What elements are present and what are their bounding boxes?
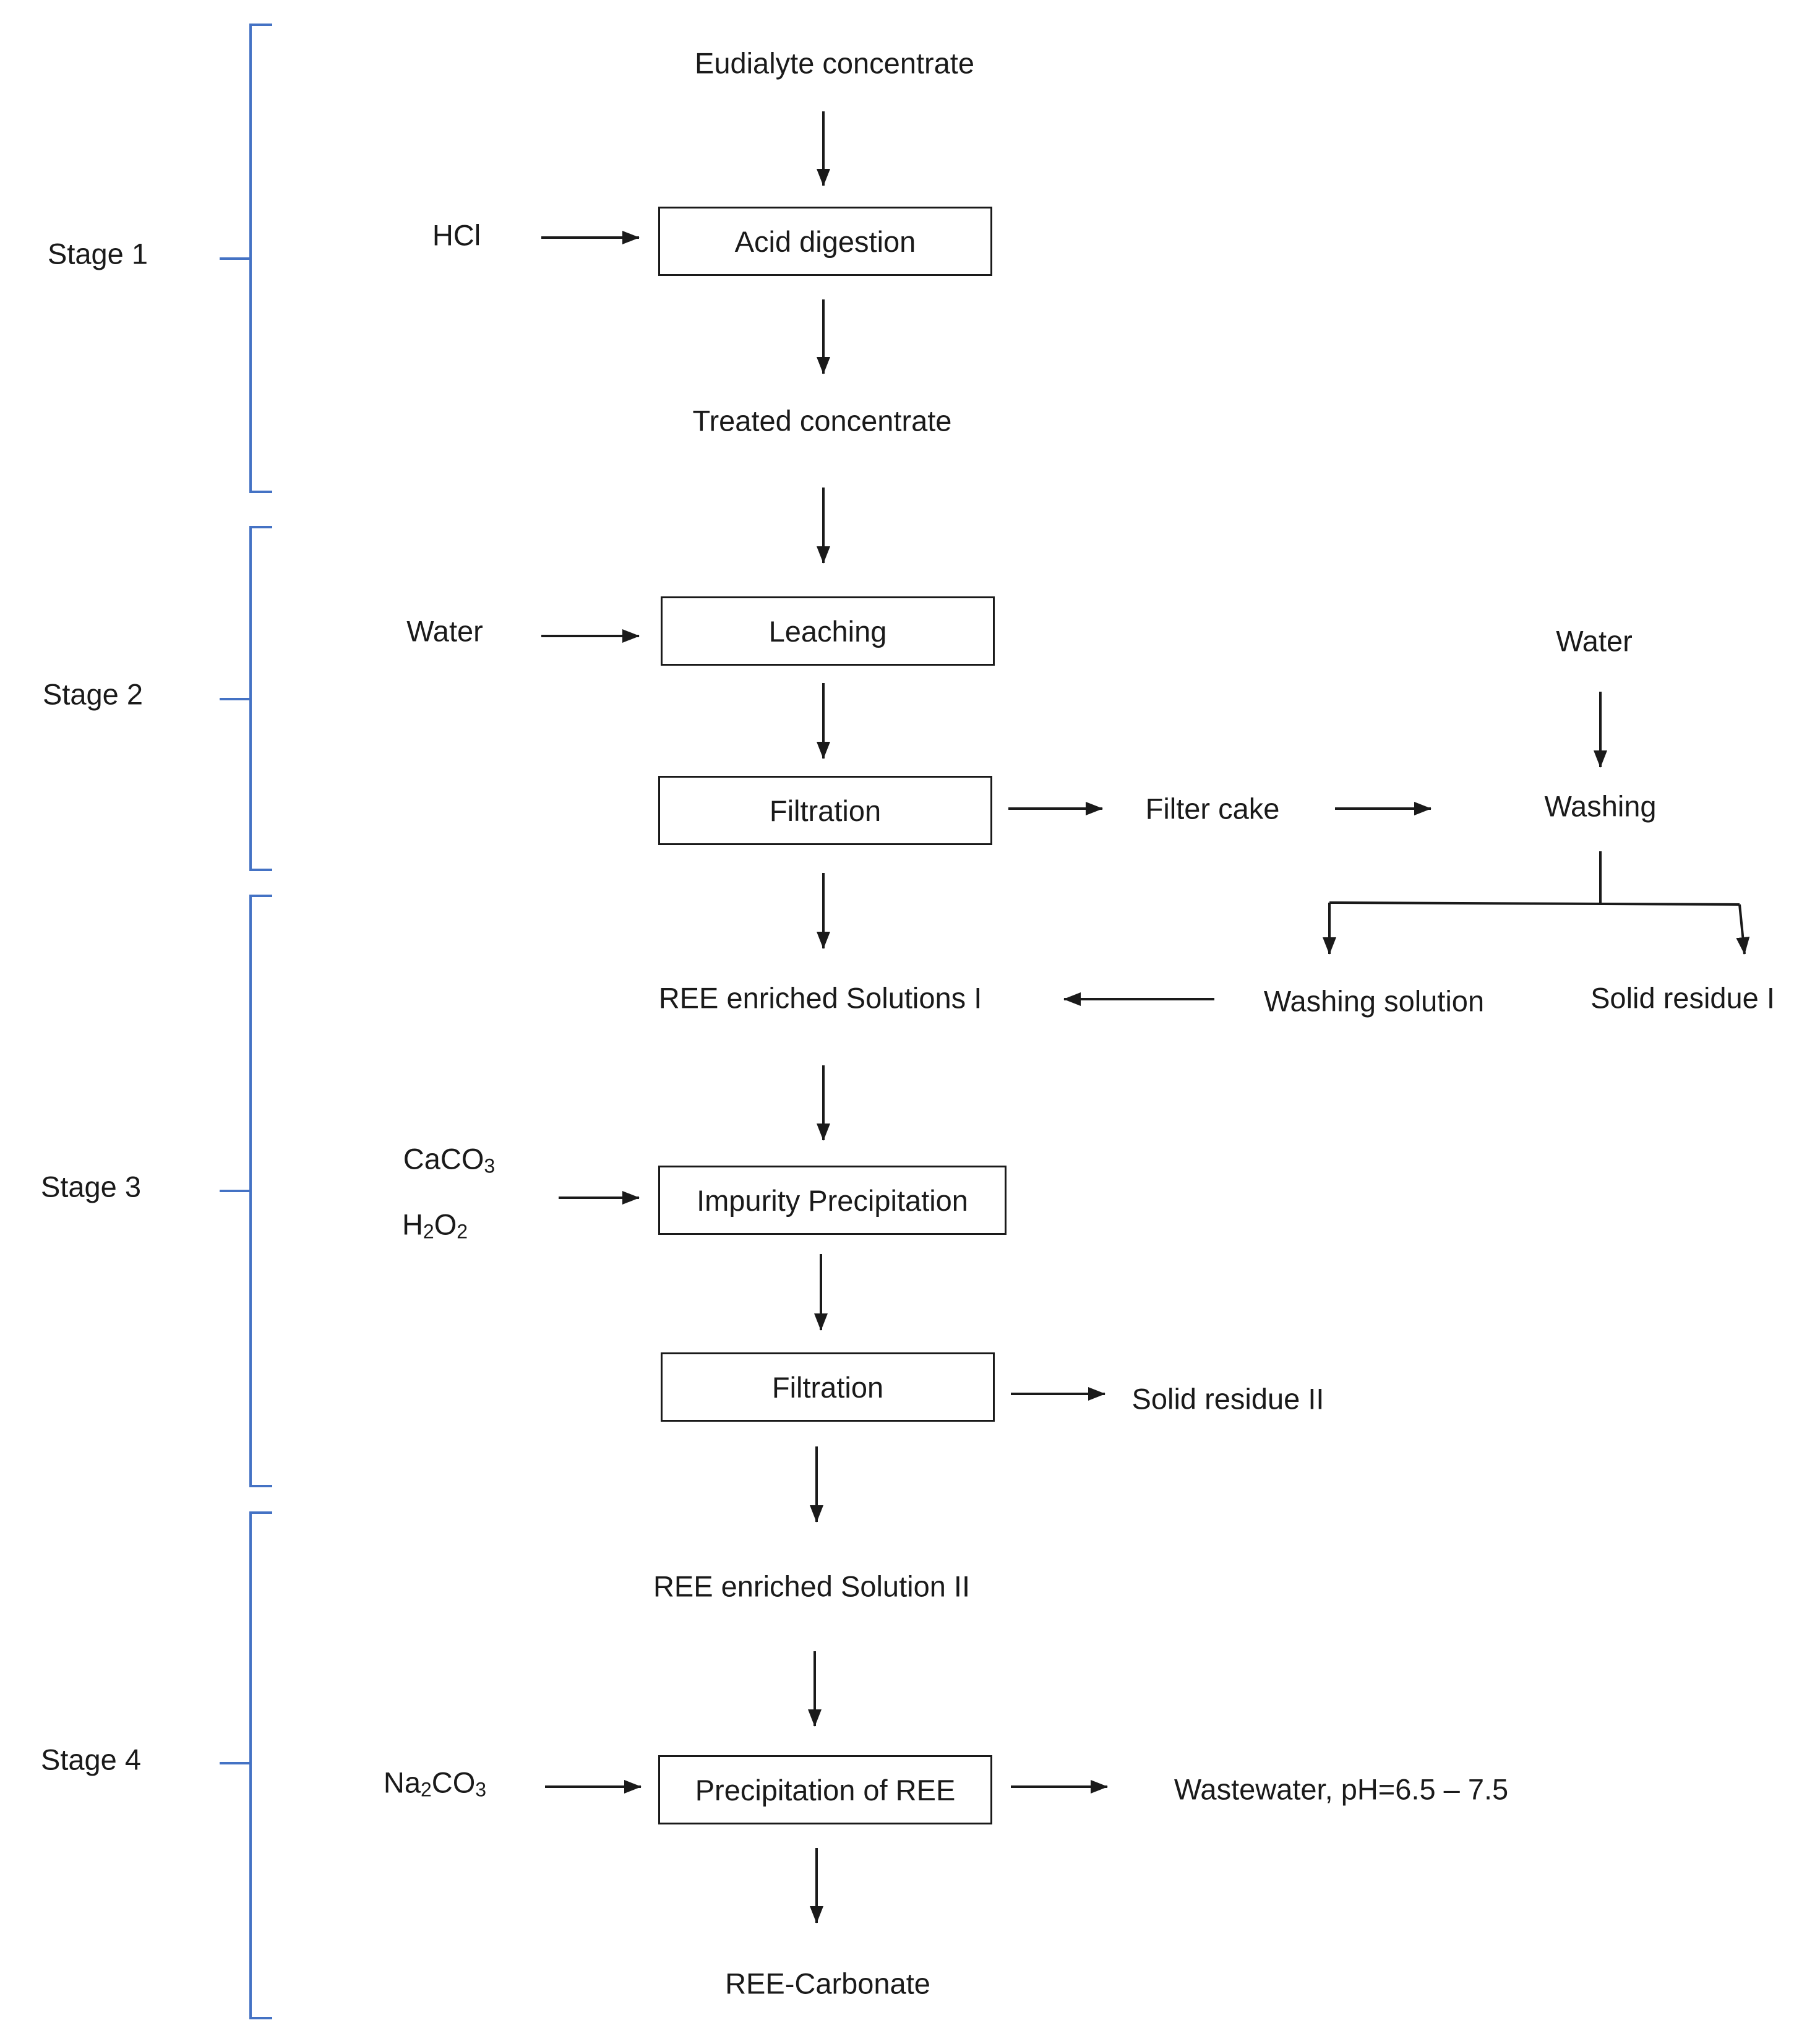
treated-concentrate-label: Treated concentrate	[692, 404, 952, 437]
na2co3-label: Na2CO3	[383, 1766, 487, 1801]
ree-solution-2-label: REE enriched Solution II	[653, 1570, 971, 1603]
stage-1-label: Stage 1	[48, 237, 148, 270]
acid-digestion-box: Acid digestion	[658, 207, 992, 276]
solid-residue-1-label: Solid residue I	[1590, 981, 1775, 1015]
filtration-2-label: Filtration	[771, 1370, 884, 1404]
hcl-label: HCl	[432, 218, 481, 252]
precipitation-ree-box: Precipitation of REE	[658, 1755, 992, 1824]
caco3-label: CaCO3	[403, 1142, 496, 1177]
water-washing-label: Water	[1556, 624, 1633, 658]
filtration-2-box: Filtration	[661, 1352, 995, 1422]
water-leach-label: Water	[406, 614, 483, 648]
filter-cake-label: Filter cake	[1145, 792, 1280, 825]
impurity-precipitation-label: Impurity Precipitation	[697, 1184, 968, 1217]
precipitation-ree-label: Precipitation of REE	[695, 1773, 956, 1807]
stage-4-bracket	[220, 1511, 272, 2019]
stage-2-label: Stage 2	[43, 677, 144, 711]
stage-3-bracket	[220, 895, 272, 1487]
washing-split-bar	[1329, 901, 1740, 906]
stage-4-label: Stage 4	[41, 1743, 142, 1776]
eudialyte-concentrate-label: Eudialyte concentrate	[694, 46, 975, 80]
acid-digestion-label: Acid digestion	[734, 225, 916, 258]
washing-label: Washing	[1544, 789, 1657, 823]
leaching-label: Leaching	[768, 614, 887, 648]
filtration-1-box: Filtration	[658, 776, 992, 845]
filtration-1-label: Filtration	[769, 794, 882, 827]
ree-carbonate-label: REE-Carbonate	[725, 1967, 930, 2000]
ree-solutions-1-label: REE enriched Solutions I	[658, 981, 982, 1015]
impurity-precipitation-box: Impurity Precipitation	[658, 1166, 1007, 1235]
stage-2-bracket	[220, 526, 272, 871]
washing-solution-label: Washing solution	[1263, 984, 1485, 1018]
leaching-box: Leaching	[661, 596, 995, 666]
arrow-split-to-solid-residue1	[1736, 904, 1750, 955]
solid-residue-2-label: Solid residue II	[1131, 1382, 1324, 1416]
stage-3-label: Stage 3	[41, 1170, 142, 1203]
stage-1-bracket	[220, 24, 272, 493]
stage-brackets	[220, 24, 272, 2019]
wastewater-label: Wastewater, pH=6.5 – 7.5	[1174, 1772, 1509, 1806]
h2o2-label: H2O2	[401, 1208, 468, 1243]
